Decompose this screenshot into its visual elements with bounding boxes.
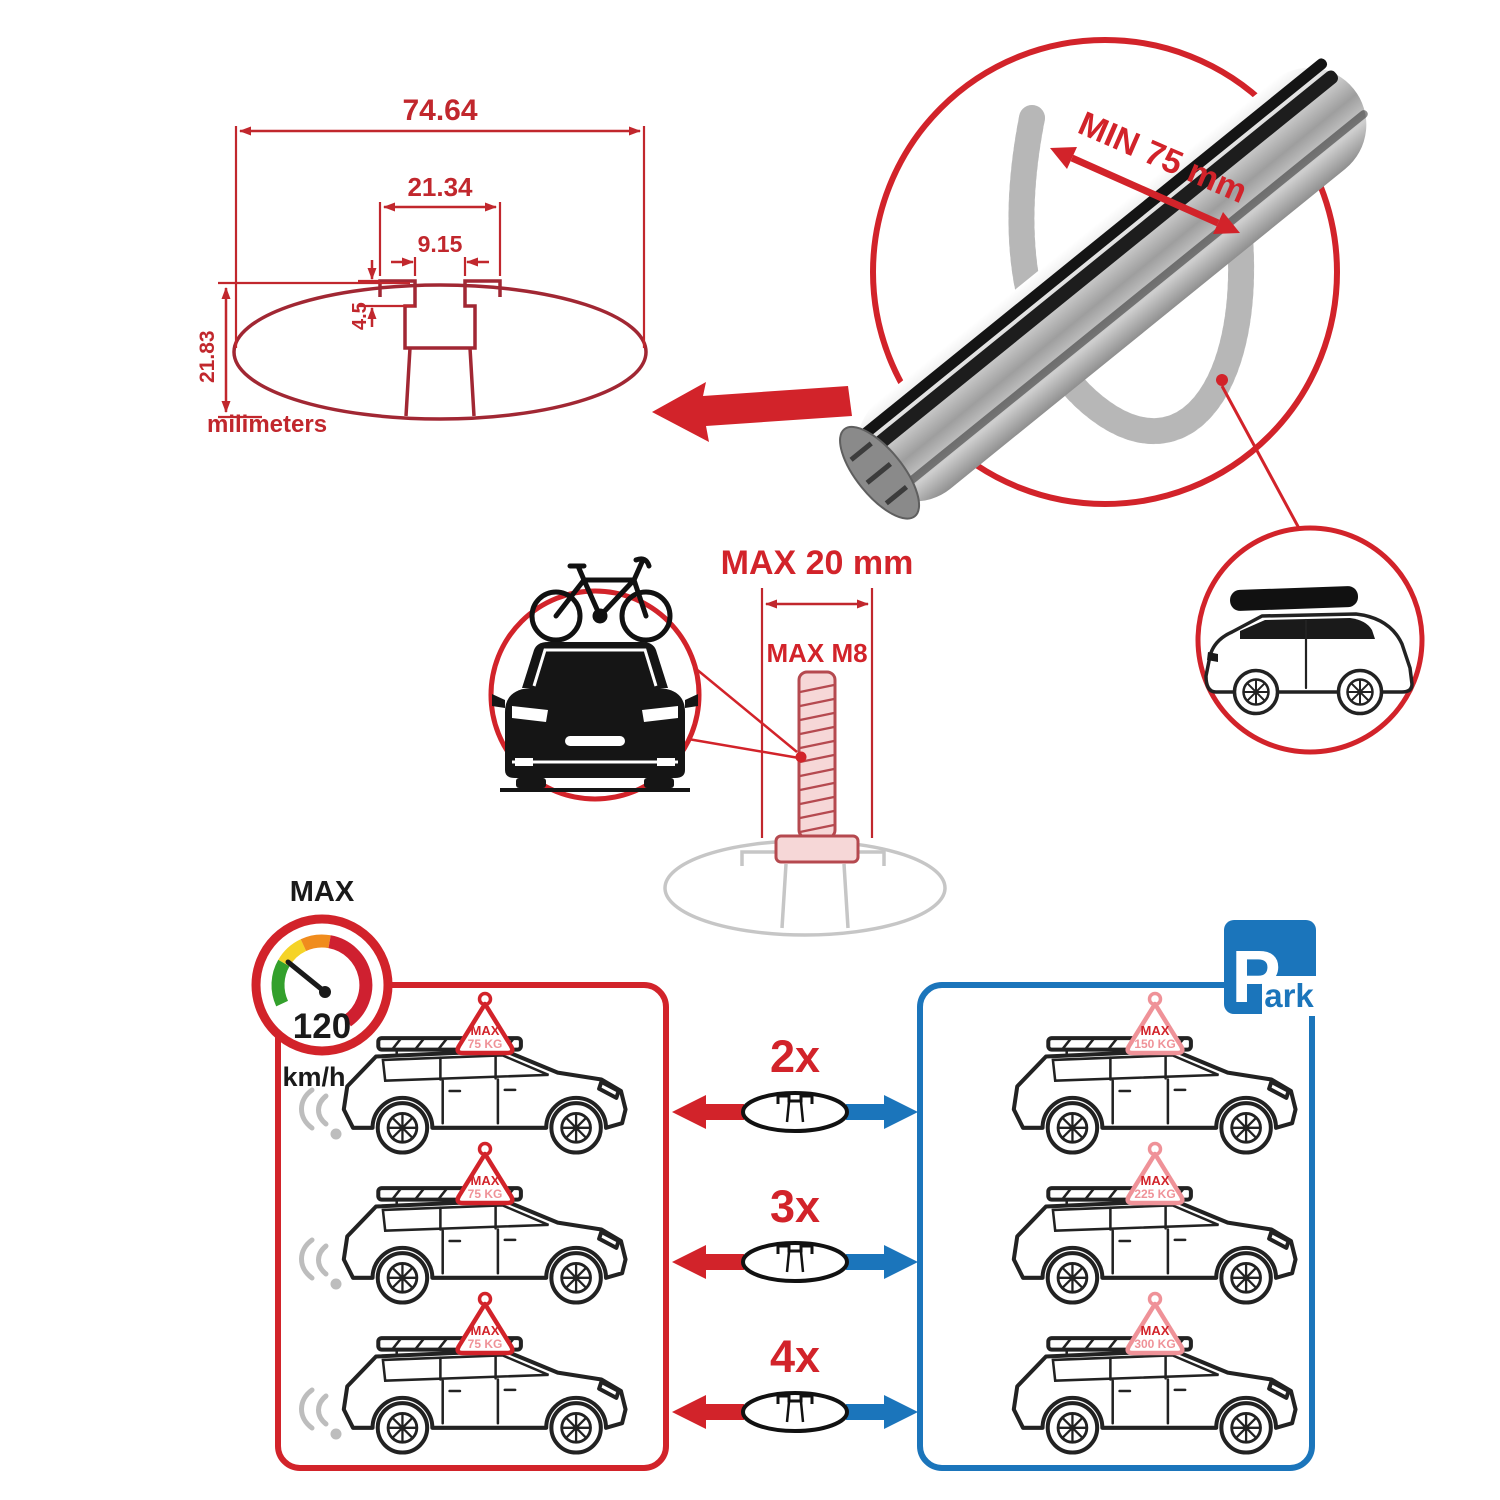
dim-height-total: 21.83	[196, 330, 219, 383]
multiplier-label: 4x	[770, 1331, 820, 1382]
parking-sign: P ark	[1224, 920, 1316, 1018]
speed-max-label: MAX	[290, 876, 355, 908]
sign-max: MAX	[1141, 1323, 1170, 1338]
sign-load: 75 KG	[468, 1037, 503, 1051]
crossbar-oval-icon	[741, 1091, 849, 1133]
sign-max: MAX	[471, 1173, 500, 1188]
right-arrow-icon	[846, 1245, 918, 1279]
left-arrow-icon	[672, 1245, 744, 1279]
dim-lip-depth: 4.5	[349, 302, 371, 330]
max-thread-label: MAX M8	[766, 638, 867, 668]
sign-load: 225 KG	[1134, 1187, 1175, 1201]
t-bolt	[774, 670, 860, 864]
right-arrow-icon	[846, 1095, 918, 1129]
driving-car-2: MAX 75 KG	[302, 1144, 626, 1303]
roof-box	[1230, 586, 1359, 611]
clamp-strap	[1008, 105, 1255, 445]
driving-box	[275, 982, 669, 1471]
parked-car-3: MAX 300 KG	[1014, 1294, 1296, 1453]
crossbar-detail-circle: MIN 75 mm	[839, 37, 1368, 533]
bar-count-row-3: 4x	[672, 1331, 918, 1433]
cross-section-drawing: 74.64 21.34 9.15 4.5 21.83 milimeters	[196, 94, 648, 438]
sign-load: 300 KG	[1134, 1337, 1175, 1351]
sign-max: MAX	[471, 1023, 500, 1038]
speed-limit-gauge: MAX 120 km/h	[251, 876, 393, 1092]
multiplier-label: 2x	[770, 1031, 820, 1082]
sign-load: 75 KG	[468, 1187, 503, 1201]
multiplier-label: 3x	[770, 1181, 820, 1232]
callout-line-1	[694, 667, 798, 753]
parked-box	[917, 982, 1315, 1471]
bar-count-row-1: 2x	[672, 1031, 918, 1133]
suv-roofbox-circle	[1195, 525, 1425, 755]
car-front-icon	[492, 642, 698, 792]
car-bike-circle	[488, 556, 800, 802]
crossbar-oval-icon	[741, 1391, 849, 1433]
parked-car-1: MAX 150 KG	[1014, 994, 1296, 1153]
crossbar-oval-icon	[741, 1241, 849, 1283]
callout-line-suv	[1220, 385, 1303, 533]
bar-count-row-2: 3x	[672, 1181, 918, 1283]
crossbar-photo	[839, 58, 1368, 520]
bolt-dimension: MAX 20 mm MAX M8	[721, 544, 914, 838]
bike-icon	[529, 556, 673, 643]
dim-slot-inner: 9.15	[418, 231, 463, 257]
speed-value: 120	[293, 1007, 351, 1046]
left-arrow-icon	[672, 1395, 744, 1429]
sign-max: MAX	[1141, 1023, 1170, 1038]
clamp-callout-dot	[1216, 374, 1228, 386]
pointer-arrow	[652, 382, 852, 442]
right-arrow-icon	[846, 1395, 918, 1429]
sign-max: MAX	[1141, 1173, 1170, 1188]
bolt-callout-dot	[795, 751, 807, 763]
sign-load: 75 KG	[468, 1337, 503, 1351]
sign-max: MAX	[471, 1323, 500, 1338]
left-arrow-icon	[672, 1095, 744, 1129]
sign-load: 150 KG	[1134, 1037, 1175, 1051]
driving-car-1: MAX 75 KG	[302, 994, 626, 1153]
max-width-label: MAX 20 mm	[721, 544, 914, 582]
speed-unit: km/h	[282, 1062, 345, 1092]
dim-width-total: 74.64	[402, 94, 477, 127]
driving-car-3: MAX 75 KG	[302, 1294, 626, 1453]
parking-rest: ark	[1264, 977, 1314, 1014]
callout-line-2	[687, 737, 800, 760]
dim-slot-outer: 21.34	[407, 172, 473, 202]
units-label: milimeters	[207, 411, 327, 438]
parked-car-2: MAX 225 KG	[1014, 1144, 1296, 1303]
